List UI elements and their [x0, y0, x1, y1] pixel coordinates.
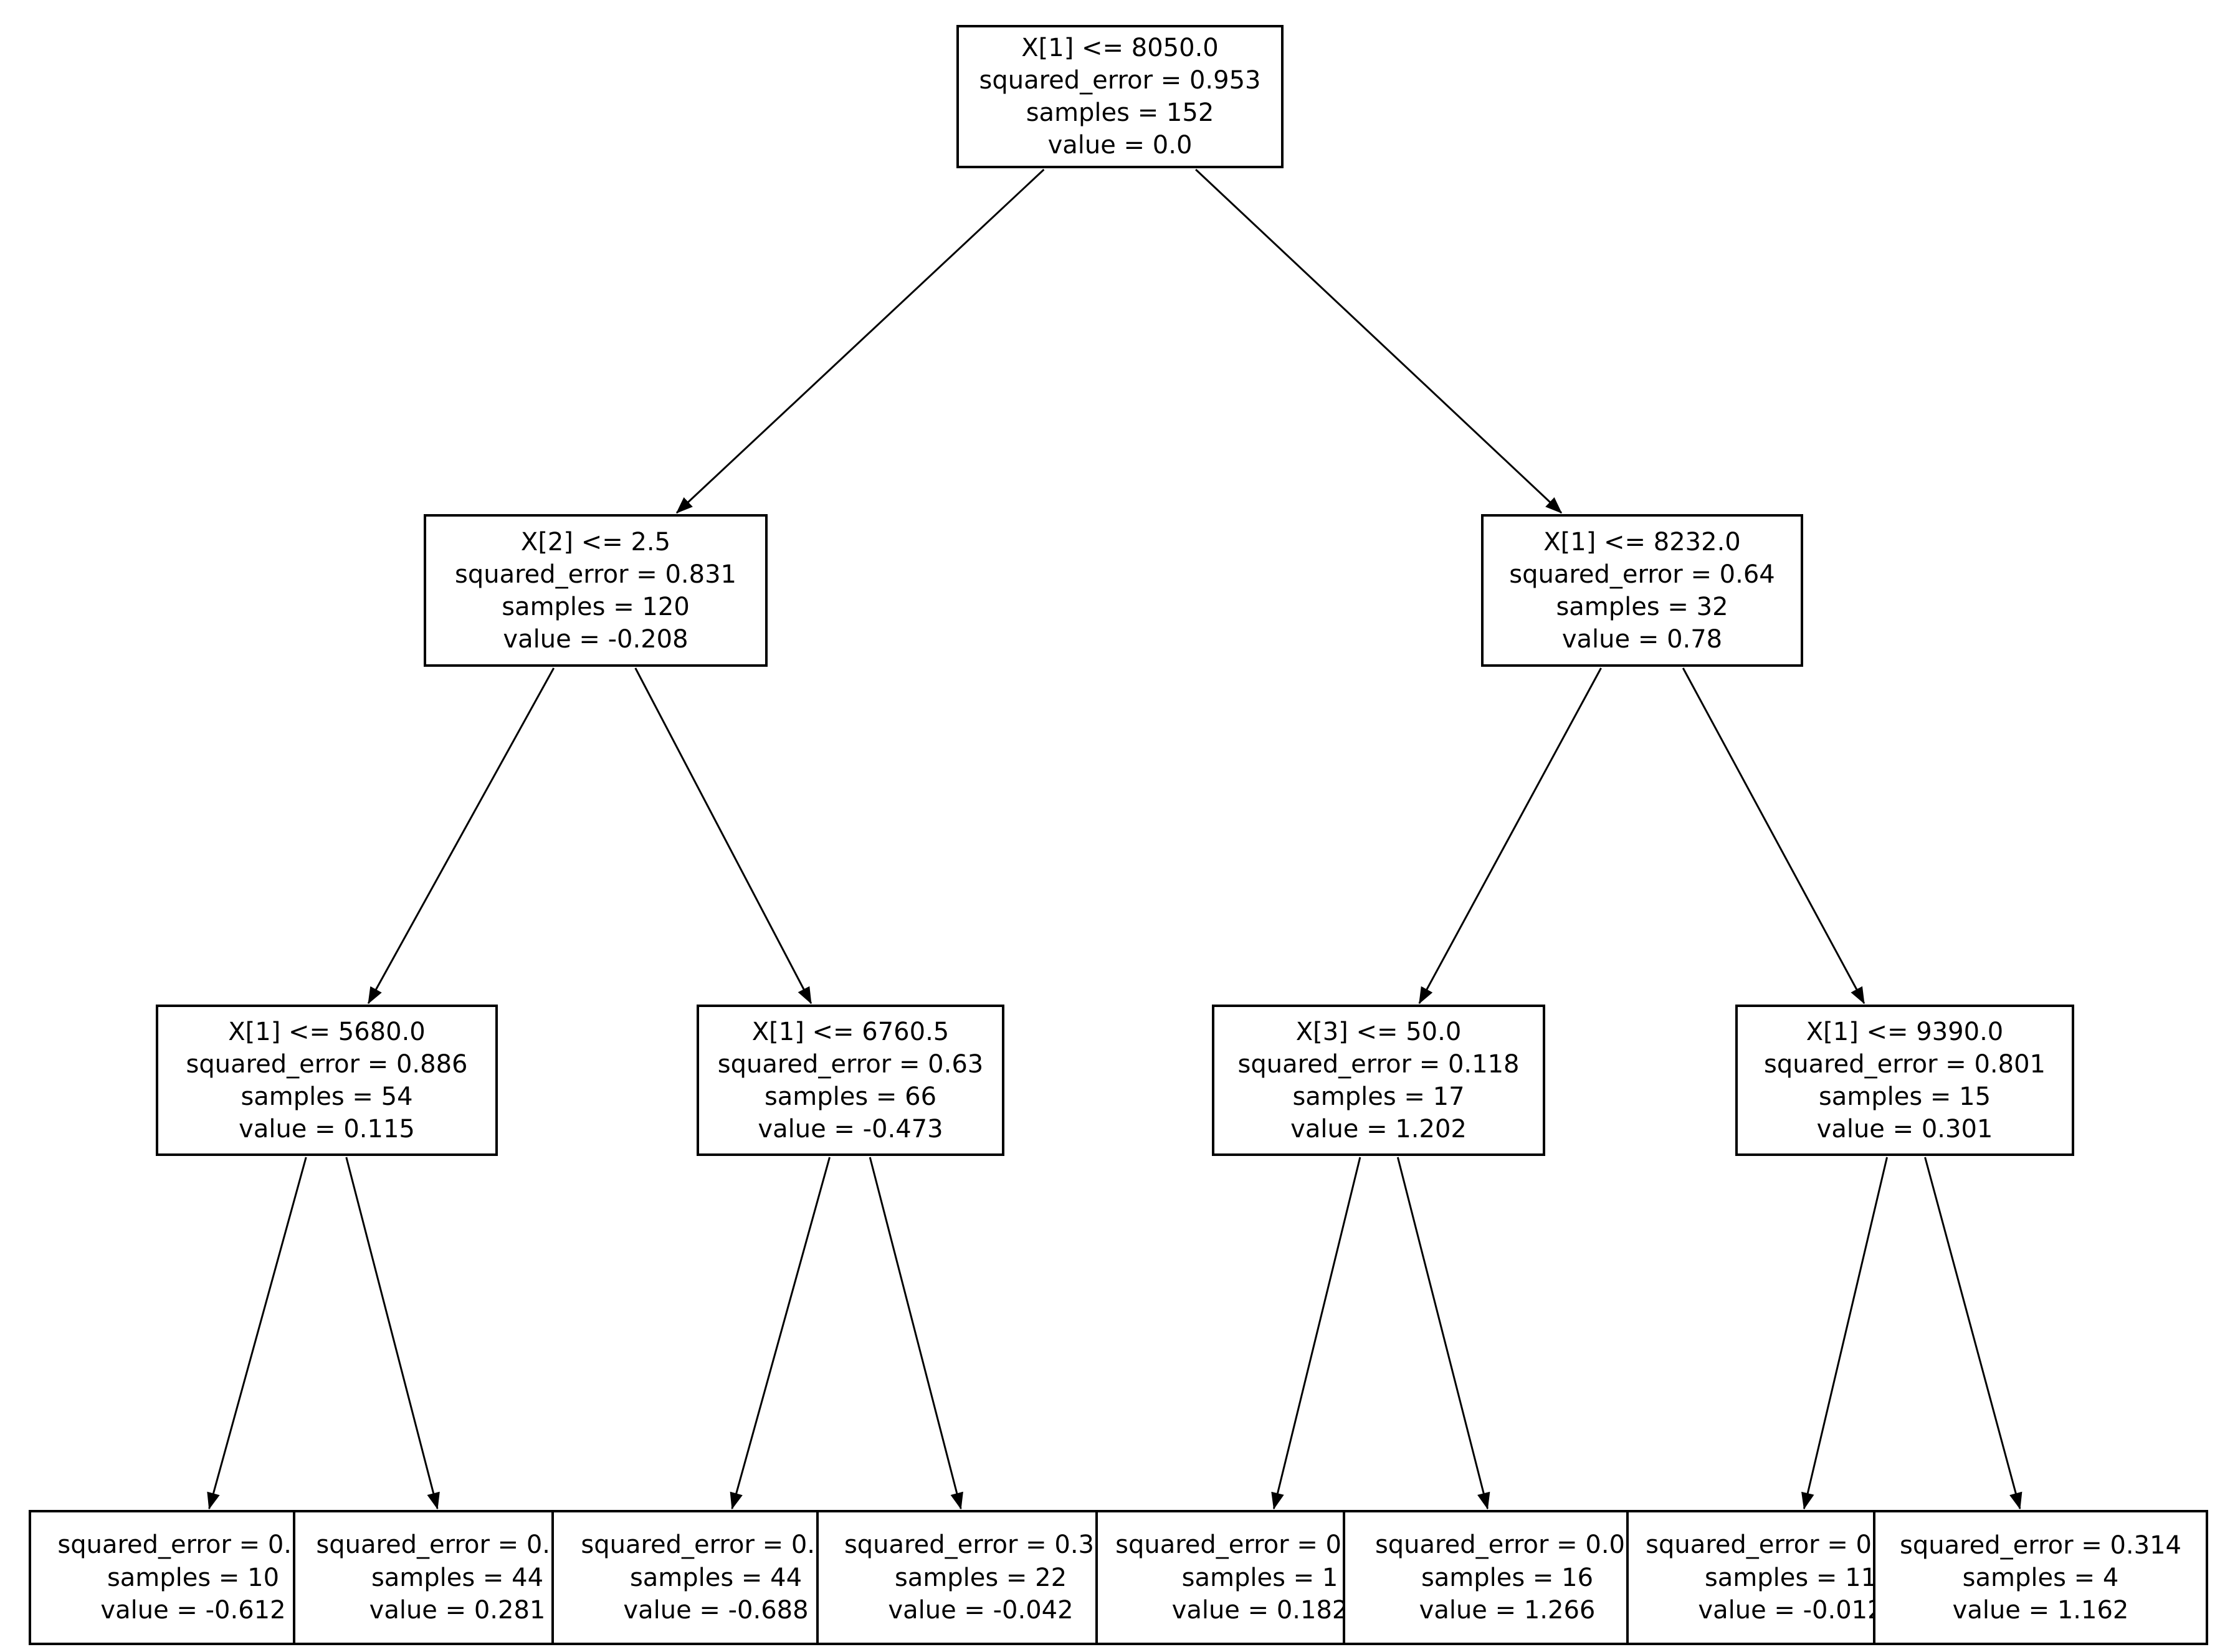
node-text-line: squared_error = 0.	[316, 1530, 550, 1559]
node-text-line: samples = 44	[629, 1563, 803, 1592]
tree-node-n3: X[1] <= 5680.0 squared_error = 0.886 sampl…	[156, 1005, 498, 1156]
edge-n4-L3	[730, 1157, 831, 1510]
node-text-line: value = 0.281	[369, 1595, 546, 1625]
edge-n3-L1	[207, 1157, 307, 1510]
edge-root-n2	[1195, 168, 1563, 514]
node-text-line: samples = 15	[1818, 1082, 1991, 1111]
node-text-line: samples = 17	[1292, 1082, 1465, 1111]
node-text-line: samples = 16	[1421, 1563, 1594, 1592]
node-text-line: samples = 11	[1704, 1563, 1875, 1592]
edge-root-n1	[675, 168, 1045, 514]
tree-node-n4: X[1] <= 6760.5 squared_error = 0.63 sample…	[697, 1005, 1004, 1156]
node-text-line: squared_error = 0.	[57, 1530, 292, 1559]
leaf-text-block: samples = 44 value = 0.281	[295, 1529, 551, 1626]
node-text-line: value = 1.266	[1419, 1595, 1596, 1625]
node-text-line: X[2] <= 2.5	[520, 527, 671, 556]
node-line-spacer	[819, 1529, 1095, 1562]
node-text-line: X[1] <= 8050.0	[1021, 34, 1219, 62]
node-text-line: squared_error = 0.801	[1764, 1049, 2046, 1079]
node-text-line: value = -0.688	[623, 1595, 809, 1625]
node-text-line: squared_error = 0.118	[1237, 1049, 1520, 1079]
leaf-text-block: squared_error = 0.314 samples = 4 value = …	[1875, 1529, 2206, 1626]
node-line-spacer	[1629, 1529, 1873, 1562]
node-text-line: value = -0.042	[888, 1595, 1074, 1625]
node-text-line: value = 0.115	[239, 1114, 415, 1144]
tree-node-n1: X[2] <= 2.5 squared_error = 0.831 samples …	[424, 514, 768, 667]
node-text-line: squared_error = 0.831	[455, 560, 736, 589]
tree-node-L4: squared_error = 0.3 samples = 22 value = …	[816, 1510, 1098, 1645]
leaf-text-block: samples = 22 value = -0.042	[819, 1529, 1095, 1626]
tree-node-L5: squared_error = 0 samples = 1 value = 0.1…	[1095, 1510, 1345, 1645]
node-text-line: squared_error = 0.	[581, 1530, 815, 1559]
tree-node-L6: squared_error = 0.0 samples = 16 value = …	[1343, 1510, 1629, 1645]
node-text-line: samples = 4	[1962, 1563, 2119, 1592]
leaf-text-block: samples = 10 value = -0.612	[31, 1529, 293, 1626]
node-text-line: samples = 152	[1026, 98, 1214, 127]
edge-n4-L4	[869, 1157, 963, 1510]
tree-node-L3: squared_error = 0. samples = 44 value = -…	[551, 1510, 819, 1645]
node-line-spacer	[31, 1529, 293, 1562]
node-line-spacer	[1345, 1529, 1626, 1562]
node-text-line: value = -0.473	[758, 1114, 943, 1144]
tree-node-L7: squared_error = 0 samples = 11 value = -0…	[1626, 1510, 1875, 1645]
node-line-spacer	[1098, 1529, 1343, 1562]
node-text-line: value = 0.182	[1171, 1595, 1345, 1625]
node-text-line: value = 1.202	[1290, 1114, 1467, 1144]
node-text-line: value = -0.612	[100, 1595, 286, 1625]
edge-n1-n3	[367, 667, 555, 1005]
tree-node-n6: X[1] <= 9390.0 squared_error = 0.801 sampl…	[1735, 1005, 2074, 1156]
node-text-line: samples = 120	[502, 592, 690, 621]
node-text-line: squared_error = 0	[1646, 1530, 1872, 1559]
tree-node-root: X[1] <= 8050.0 squared_error = 0.953 sampl…	[956, 25, 1284, 168]
tree-node-n2: X[1] <= 8232.0 squared_error = 0.64 sample…	[1481, 514, 1803, 667]
node-line-spacer	[554, 1529, 816, 1562]
node-text-line: samples = 22	[894, 1563, 1067, 1592]
edge-n5-L6	[1396, 1157, 1490, 1510]
node-text-line: X[1] <= 8232.0	[1543, 527, 1741, 556]
edge-n3-L2	[345, 1157, 440, 1510]
edge-n6-L8	[1924, 1157, 2023, 1510]
node-text-line: squared_error = 0.63	[717, 1049, 984, 1079]
node-text-line: value = -0.208	[503, 624, 688, 654]
node-text-line: squared_error = 0.886	[186, 1049, 468, 1079]
edge-n2-n5	[1418, 667, 1602, 1005]
edge-n5-L5	[1271, 1157, 1361, 1510]
node-text-line: squared_error = 0.3	[844, 1530, 1094, 1559]
node-text-line: squared_error = 0.953	[979, 66, 1261, 95]
node-text-line: X[1] <= 5680.0	[228, 1017, 426, 1046]
node-text-line: value = -0.012	[1698, 1595, 1875, 1625]
tree-node-L1: squared_error = 0. samples = 10 value = -…	[29, 1510, 295, 1645]
leaf-text-block: samples = 1 value = 0.182	[1098, 1529, 1345, 1626]
node-text-line: squared_error = 0	[1115, 1530, 1341, 1559]
node-text-line: value = 0.301	[1816, 1114, 1993, 1144]
tree-node-n5: X[3] <= 50.0 squared_error = 0.118 samples…	[1212, 1005, 1545, 1156]
node-text-line: X[1] <= 6760.5	[751, 1017, 950, 1046]
node-text-line: value = 0.78	[1561, 624, 1723, 654]
node-line-spacer	[295, 1529, 551, 1562]
leaf-text-block: samples = 11 value = -0.012	[1629, 1529, 1875, 1626]
node-text-line: samples = 54	[241, 1082, 413, 1111]
node-text-line: samples = 1	[1181, 1563, 1338, 1592]
node-text-line: samples = 66	[764, 1082, 937, 1111]
node-text-line: samples = 10	[107, 1563, 280, 1592]
node-text-line: squared_error = 0.0	[1375, 1530, 1625, 1559]
node-text-line: squared_error = 0.314	[1900, 1530, 2181, 1560]
node-text-line: X[3] <= 50.0	[1295, 1017, 1462, 1046]
node-text-line: value = 1.162	[1952, 1595, 2129, 1625]
edge-n6-L7	[1801, 1157, 1888, 1510]
node-text-line: samples = 32	[1556, 592, 1728, 621]
edge-n1-n4	[634, 667, 812, 1005]
edge-n2-n6	[1682, 667, 1865, 1005]
node-text-line: X[1] <= 9390.0	[1806, 1017, 2004, 1046]
node-text-line: value = 0.0	[1047, 131, 1193, 160]
leaf-text-block: samples = 44 value = -0.688	[554, 1529, 816, 1626]
node-text-line: squared_error = 0.64	[1509, 560, 1775, 589]
tree-node-L2: squared_error = 0. samples = 44 value = 0…	[293, 1510, 554, 1645]
tree-node-L8: squared_error = 0.314 samples = 4 value = …	[1873, 1510, 2208, 1645]
leaf-text-block: samples = 16 value = 1.266	[1345, 1529, 1626, 1626]
node-text-line: samples = 44	[371, 1563, 544, 1592]
